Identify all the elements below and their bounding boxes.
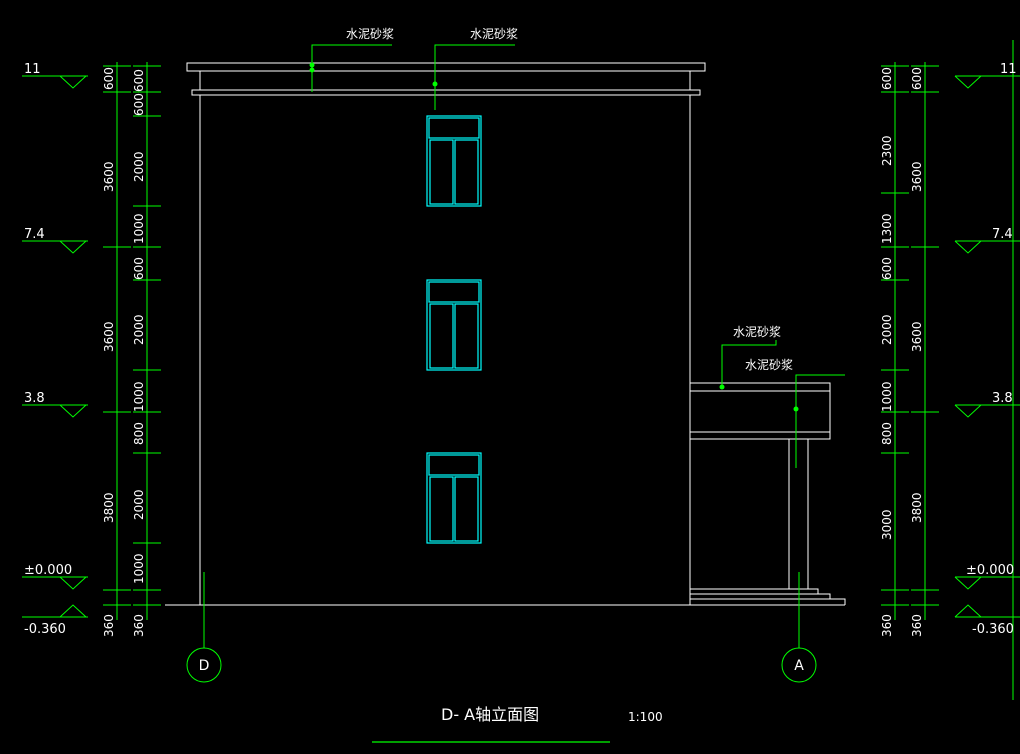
left-inner-dim-text: 360 1000 2000 800 1000 2000 600 1000 200… xyxy=(132,69,146,637)
svg-text:800: 800 xyxy=(132,422,146,445)
svg-text:600: 600 xyxy=(880,67,894,90)
svg-text:2300: 2300 xyxy=(880,135,894,166)
level-third-right: 7.4 xyxy=(992,227,1013,242)
level-exterior-right: -0.360 xyxy=(972,622,1014,637)
level-second-right: 3.8 xyxy=(992,391,1013,406)
svg-text:360: 360 xyxy=(910,614,924,637)
axis-label-d: D xyxy=(199,658,210,674)
right-level-markers xyxy=(954,40,1020,700)
right-dim-text: 360 3800 3600 3600 600 360 3000 800 1000… xyxy=(880,67,924,637)
leaders xyxy=(311,44,845,468)
svg-text:600: 600 xyxy=(132,257,146,280)
svg-text:3600: 3600 xyxy=(102,161,116,192)
svg-text:3800: 3800 xyxy=(102,492,116,523)
level-roof-right: 11 xyxy=(1000,62,1017,77)
windows xyxy=(426,115,482,544)
mortar-label-2: 水泥砂浆 xyxy=(470,26,518,41)
left-level-markers xyxy=(22,75,88,618)
mortar-label-3: 水泥砂浆 xyxy=(733,324,781,339)
right-dimensions xyxy=(881,62,939,620)
drawing-title: D- A轴立面图 xyxy=(441,705,539,724)
level-labels: 11 7.4 3.8 ±0.000 -0.360 11 7.4 3.8 ±0.0… xyxy=(24,62,1017,637)
svg-text:600: 600 xyxy=(880,257,894,280)
svg-text:1000: 1000 xyxy=(132,553,146,584)
svg-text:360: 360 xyxy=(132,614,146,637)
mortar-label-4: 水泥砂浆 xyxy=(745,357,793,372)
level-third-left: 7.4 xyxy=(24,227,45,242)
svg-text:360: 360 xyxy=(880,614,894,637)
svg-text:2000: 2000 xyxy=(132,489,146,520)
axis-label-a: A xyxy=(794,658,804,674)
svg-text:3800: 3800 xyxy=(910,492,924,523)
svg-text:1000: 1000 xyxy=(132,381,146,412)
svg-text:1300: 1300 xyxy=(880,213,894,244)
level-ground-left: ±0.000 xyxy=(24,563,72,578)
svg-text:2000: 2000 xyxy=(132,314,146,345)
porch-steps xyxy=(690,588,846,605)
window-second-floor xyxy=(426,279,482,371)
level-roof-left: 11 xyxy=(24,62,41,77)
svg-text:3600: 3600 xyxy=(910,161,924,192)
svg-text:2000: 2000 xyxy=(880,314,894,345)
level-exterior-left: -0.360 xyxy=(24,622,66,637)
svg-text:600: 600 xyxy=(132,69,146,92)
svg-text:1000: 1000 xyxy=(880,381,894,412)
drawing-scale: 1:100 xyxy=(628,710,663,724)
svg-text:600: 600 xyxy=(910,67,924,90)
svg-text:3600: 3600 xyxy=(102,321,116,352)
building-outline xyxy=(165,62,846,606)
window-third-floor xyxy=(426,115,482,207)
left-outer-dim-text: 360 3800 3600 3600 600 xyxy=(102,67,116,637)
svg-text:600: 600 xyxy=(132,93,146,116)
svg-text:2000: 2000 xyxy=(132,151,146,182)
window-first-floor xyxy=(426,452,482,544)
left-dimensions xyxy=(103,62,161,620)
canopy-slab xyxy=(689,431,831,440)
mortar-label-1: 水泥砂浆 xyxy=(346,26,394,41)
svg-text:600: 600 xyxy=(102,67,116,90)
svg-text:3000: 3000 xyxy=(880,509,894,540)
svg-text:800: 800 xyxy=(880,422,894,445)
svg-text:1000: 1000 xyxy=(132,213,146,244)
axis-markers xyxy=(186,572,817,683)
level-ground-right: ±0.000 xyxy=(966,563,1014,578)
svg-text:3600: 3600 xyxy=(910,321,924,352)
svg-text:360: 360 xyxy=(102,614,116,637)
level-second-left: 3.8 xyxy=(24,391,45,406)
